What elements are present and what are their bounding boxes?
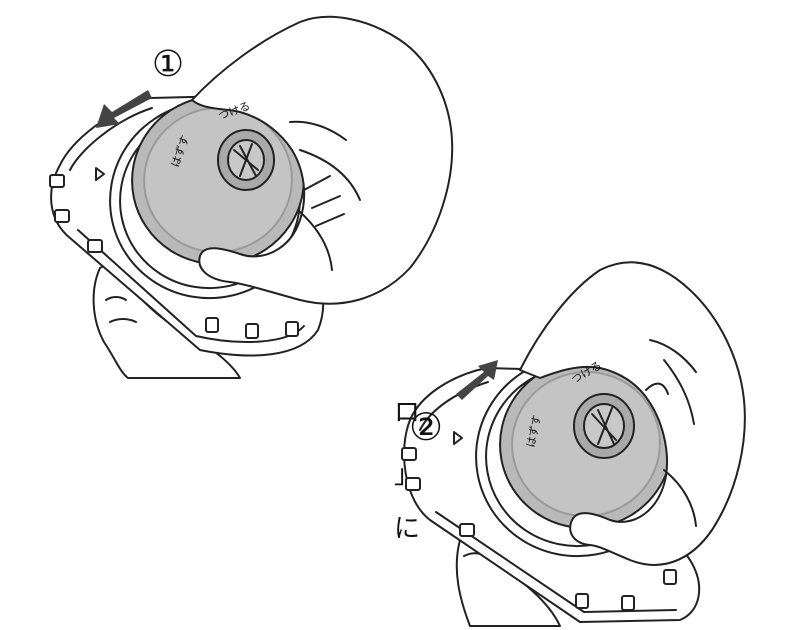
step-1-label: ① [152,44,184,85]
cropped-text-line-3: に [394,516,420,542]
figure-1-rotate-to-remove [50,17,452,378]
cropped-text-line-2: 」 [394,462,420,488]
figure-2-rotate-to-attach [402,262,745,626]
cropped-text-line-1: ロ [394,400,420,426]
